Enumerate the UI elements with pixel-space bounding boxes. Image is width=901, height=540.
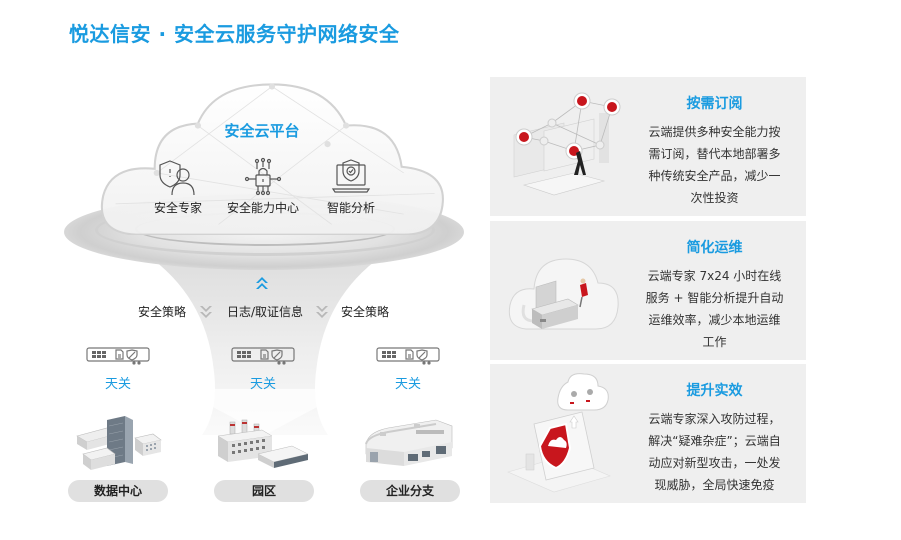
double-chevron-down-icon bbox=[200, 306, 212, 318]
panel-description-line: 解决“疑难杂症”；云端自 bbox=[648, 434, 781, 448]
enterprise-branch-building-icon bbox=[365, 419, 453, 466]
funnel-background bbox=[87, 225, 443, 435]
intelligent-analysis-icon bbox=[331, 159, 371, 193]
panel-description-line: 次性投资 bbox=[690, 191, 739, 205]
panel-description-line: 服务 + 智能分析提升自动 bbox=[645, 291, 784, 305]
panel-description-line: 动应对新型攻击，一处发 bbox=[648, 456, 781, 470]
data-center-building-icon bbox=[76, 416, 162, 470]
cloud-item-security-expert: 安全专家 bbox=[133, 157, 223, 216]
panel-description: 云端提供多种安全能力按 需订阅，替代本地部署多 种传统安全产品，减少一 次性投资 bbox=[632, 121, 797, 209]
panel-description: 云端专家 7x24 小时在线 服务 + 智能分析提升自动 运维效率，减少本地运维… bbox=[632, 265, 797, 353]
gateway-3: 天关 bbox=[376, 347, 440, 392]
site-label-enterprise-branch: 企业分支 bbox=[360, 480, 460, 502]
panel-description-line: 种传统安全产品，减少一 bbox=[648, 169, 781, 183]
flow-label-security-policy: 安全策略 bbox=[341, 305, 390, 319]
gateway-label: 天关 bbox=[104, 377, 131, 392]
panel-description-line: 运维效率，减少本地运维 bbox=[648, 313, 781, 327]
feature-panel-simplified-ops: 简化运维 云端专家 7x24 小时在线 服务 + 智能分析提升自动 运维效率，减… bbox=[490, 221, 806, 360]
panel-title: 按需订阅 bbox=[686, 96, 743, 112]
gateway-device-icon bbox=[86, 347, 150, 365]
cloud-shape bbox=[100, 83, 444, 235]
cloud-item-security-capability-center: 安全能力中心 bbox=[218, 157, 308, 216]
gateway-1: 天关 bbox=[86, 347, 150, 392]
flow-label-security-policy: 安全策略 bbox=[138, 305, 187, 319]
panel-description: 云端专家深入攻防过程， 解决“疑难杂症”；云端自 动应对新型攻击，一处发 现威胁… bbox=[632, 408, 797, 496]
panel-description-line: 云端专家 7x24 小时在线 bbox=[647, 269, 782, 283]
simplified-ops-illustration bbox=[508, 258, 619, 330]
page-title: 悦达信安 · 安全云服务守护网络安全 bbox=[69, 22, 400, 46]
panel-description-line: 云端专家深入攻防过程， bbox=[648, 412, 781, 426]
cloud-platform-title: 安全云平台 bbox=[224, 122, 300, 140]
feature-panel-on-demand-subscription: 按需订阅 云端提供多种安全能力按 需订阅，替代本地部署多 种传统安全产品，减少一… bbox=[490, 77, 806, 216]
panel-title: 提升实效 bbox=[686, 383, 743, 399]
feature-panel-improved-effectiveness: 提升实效 云端专家深入攻防过程， 解决“疑难杂症”；云端自 动应对新型攻击，一处… bbox=[490, 364, 806, 503]
campus-factory-icon bbox=[217, 419, 309, 468]
flow-row: 安全策略 日志/取证信息 安全策略 bbox=[0, 303, 480, 323]
security-expert-icon bbox=[159, 160, 195, 196]
cloud-item-intelligent-analysis: 智能分析 bbox=[306, 157, 396, 216]
gateway-2: 天关 bbox=[231, 347, 295, 392]
panel-description-line: 云端提供多种安全能力按 bbox=[648, 125, 781, 139]
flow-label-log-forensics: 日志/取证信息 bbox=[227, 305, 304, 319]
security-capability-center-icon bbox=[244, 157, 282, 196]
panel-description-line: 需订阅，替代本地部署多 bbox=[648, 147, 781, 161]
gateway-device-icon bbox=[376, 347, 440, 365]
site-label-data-center: 数据中心 bbox=[68, 480, 168, 502]
panel-title: 简化运维 bbox=[686, 240, 743, 256]
double-chevron-up-icon bbox=[256, 277, 268, 289]
panel-description-line: 工作 bbox=[702, 335, 727, 349]
on-demand-subscription-illustration bbox=[513, 92, 621, 196]
improved-effectiveness-illustration bbox=[507, 373, 611, 493]
double-chevron-down-icon bbox=[316, 306, 328, 318]
cloud-item-label: 智能分析 bbox=[326, 201, 375, 215]
panel-description-line: 现威胁，全局快速免疫 bbox=[654, 478, 775, 492]
cloud-item-label: 安全专家 bbox=[153, 201, 202, 215]
cloud-item-label: 安全能力中心 bbox=[226, 201, 299, 215]
site-label-campus: 园区 bbox=[214, 480, 314, 502]
gateway-device-icon bbox=[231, 347, 295, 365]
gateway-label: 天关 bbox=[394, 377, 421, 392]
gateway-label: 天关 bbox=[249, 377, 276, 392]
